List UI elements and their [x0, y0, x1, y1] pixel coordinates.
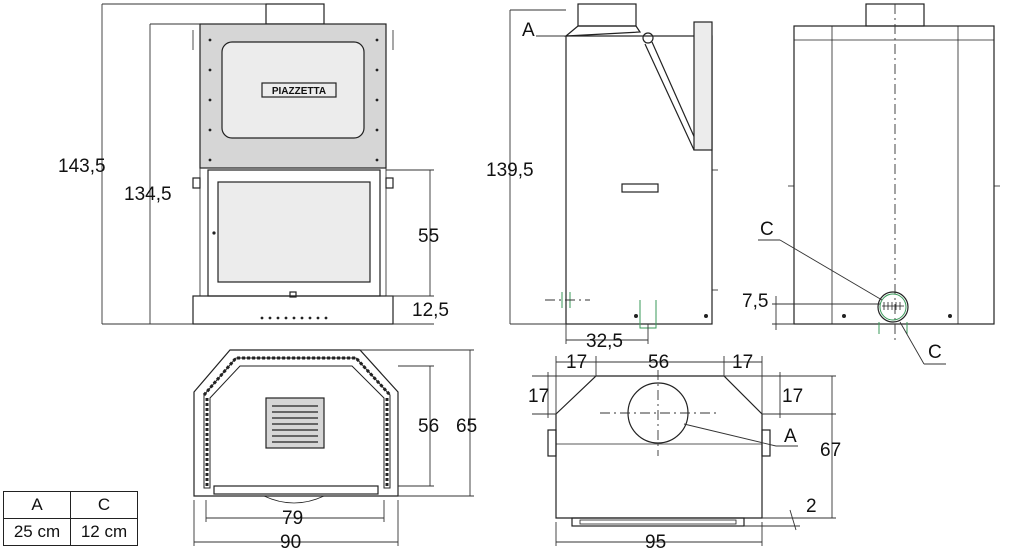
dim-top-center: 56: [648, 352, 669, 373]
label-a-plan: A: [784, 426, 797, 447]
dim-door-height: 55: [418, 226, 439, 247]
dim-inlet-height: 7,5: [742, 291, 768, 312]
dim-top-back-offset: 2: [806, 496, 817, 517]
dim-firebox-inner-width: 79: [282, 508, 303, 529]
legend-header-c: C: [70, 491, 138, 519]
dim-side-height: 139,5: [486, 160, 534, 181]
brand-label: PIAZZETTA: [272, 86, 326, 97]
dim-base-height: 12,5: [412, 300, 449, 321]
legend-value-c: 12 cm: [70, 518, 138, 546]
label-a-side: A: [522, 20, 535, 41]
dim-top-width-total: 95: [645, 532, 666, 553]
dim-top-side-left: 17: [566, 352, 587, 373]
dim-top-side-right: 17: [732, 352, 753, 373]
dim-firebox-inner-depth: 56: [418, 416, 439, 437]
dim-firebox-outer-depth: 65: [456, 416, 477, 437]
side-view: 139,5 A 32,5: [486, 3, 718, 352]
rear-view: C C 7,5: [742, 3, 1000, 365]
legend-value-row: 25 cm 12 cm: [3, 518, 138, 546]
dim-front-total-height: 143,5: [58, 156, 106, 177]
dim-top-depth-total: 67: [820, 440, 841, 461]
dim-top-depth-right: 17: [782, 386, 803, 407]
dim-side-offset: 32,5: [586, 331, 623, 352]
legend-table: A C 25 cm 12 cm: [3, 491, 138, 546]
label-c-bottom: C: [928, 342, 942, 363]
dim-front-body-height: 134,5: [124, 184, 172, 205]
legend-value-a: 25 cm: [3, 518, 71, 546]
dim-top-depth-left: 17: [528, 386, 549, 407]
front-view: PIAZZETTA 143,5 134,5 55: [58, 3, 449, 325]
top-plan: 17 56 17 17 17 A 67 2 95: [528, 352, 841, 553]
dim-firebox-outer-width: 90: [280, 532, 301, 553]
legend-header-row: A C: [3, 491, 138, 519]
legend-header-a: A: [3, 491, 71, 519]
firebox-plan: 56 65 79 90: [193, 349, 477, 553]
label-c-top: C: [760, 219, 774, 240]
